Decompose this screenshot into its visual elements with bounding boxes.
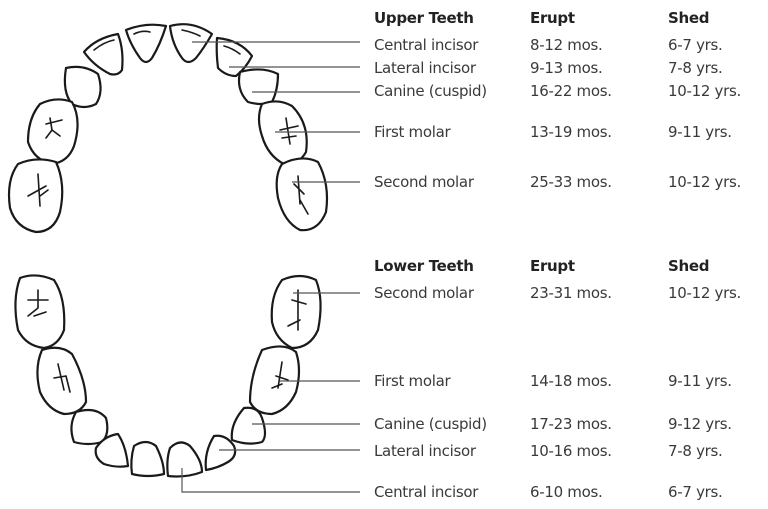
lower-row-shed: 9-11 yrs. — [668, 372, 732, 390]
lower-row-erupt: 14-18 mos. — [530, 372, 612, 390]
lower-row-tooth: Central incisor — [374, 483, 479, 501]
upper-row-erupt: 16-22 mos. — [530, 82, 612, 100]
lower-second-molar-right — [270, 274, 322, 350]
upper-lateral-incisor-left — [82, 32, 124, 76]
upper-row-erupt: 13-19 mos. — [530, 123, 612, 141]
upper-row-tooth: Second molar — [374, 173, 474, 191]
upper-second-molar-right — [275, 157, 329, 232]
lower-lateral-incisor-left — [94, 432, 130, 468]
lower-row-shed: 9-12 yrs. — [668, 415, 732, 433]
lower-row-shed: 7-8 yrs. — [668, 442, 723, 460]
lower-shed-header: Shed — [668, 257, 710, 275]
upper-row-shed: 10-12 yrs. — [668, 82, 741, 100]
lower-row-tooth: Lateral incisor — [374, 442, 476, 460]
lower-row-tooth: Second molar — [374, 284, 474, 302]
upper-canine-right — [237, 68, 280, 106]
lower-second-molar-left — [14, 274, 66, 350]
upper-arch — [7, 23, 329, 234]
lower-lateral-incisor-right — [204, 434, 237, 472]
lower-central-incisor-left — [130, 440, 166, 478]
upper-teeth-header: Upper Teeth — [374, 9, 474, 27]
lower-arch — [14, 274, 322, 478]
upper-central-incisor-left — [124, 23, 168, 64]
upper-first-molar-left — [26, 98, 79, 166]
upper-second-molar-left — [7, 158, 64, 234]
lower-row-erupt: 17-23 mos. — [530, 415, 612, 433]
lower-row-erupt: 23-31 mos. — [530, 284, 612, 302]
lower-canine-left — [70, 408, 109, 446]
upper-row-erupt: 8-12 mos. — [530, 36, 603, 54]
lower-first-molar-right — [248, 345, 301, 416]
lower-row-tooth: Canine (cuspid) — [374, 415, 487, 433]
upper-row-shed: 9-11 yrs. — [668, 123, 732, 141]
lower-canine-right — [230, 406, 267, 445]
upper-row-erupt: 9-13 mos. — [530, 59, 603, 77]
upper-central-incisor-right — [168, 23, 214, 64]
upper-first-molar-right — [257, 100, 308, 166]
lower-central-incisor-right — [166, 441, 204, 478]
upper-row-tooth: Lateral incisor — [374, 59, 476, 77]
upper-canine-left — [63, 65, 102, 109]
upper-row-tooth: Canine (cuspid) — [374, 82, 487, 100]
upper-row-shed: 6-7 yrs. — [668, 36, 723, 54]
lower-erupt-header: Erupt — [530, 257, 575, 275]
leader-lines — [181, 41, 360, 493]
upper-row-shed: 7-8 yrs. — [668, 59, 723, 77]
lower-row-tooth: First molar — [374, 372, 451, 390]
lower-row-shed: 10-12 yrs. — [668, 284, 741, 302]
upper-row-tooth: First molar — [374, 123, 451, 141]
upper-row-erupt: 25-33 mos. — [530, 173, 612, 191]
upper-row-tooth: Central incisor — [374, 36, 479, 54]
upper-row-shed: 10-12 yrs. — [668, 173, 741, 191]
lower-row-shed: 6-7 yrs. — [668, 483, 723, 501]
upper-shed-header: Shed — [668, 9, 710, 27]
lower-row-erupt: 10-16 mos. — [530, 442, 612, 460]
lower-teeth-header: Lower Teeth — [374, 257, 474, 275]
upper-erupt-header: Erupt — [530, 9, 575, 27]
lower-row-erupt: 6-10 mos. — [530, 483, 603, 501]
